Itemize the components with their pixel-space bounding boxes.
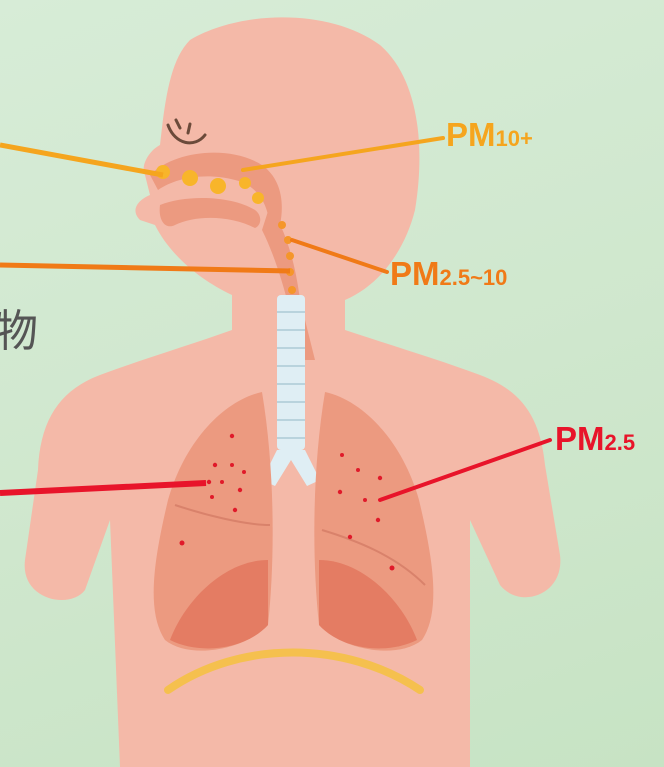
pm25-10-label: PM2.5~10 <box>390 257 507 290</box>
pm10-label-sub: 10+ <box>496 126 533 151</box>
pm25-10-label-sub: 2.5~10 <box>440 265 508 290</box>
pm10-left-pointer <box>0 145 163 175</box>
pm10-label: PM10+ <box>446 118 533 151</box>
pm25-label-main: PM <box>555 420 605 457</box>
pm25-10-label-main: PM <box>390 255 440 292</box>
pm10-label-main: PM <box>446 116 496 153</box>
pm25-label-sub: 2.5 <box>605 430 636 455</box>
pm25-label: PM2.5 <box>555 422 635 455</box>
side-text: 物 <box>0 310 38 354</box>
